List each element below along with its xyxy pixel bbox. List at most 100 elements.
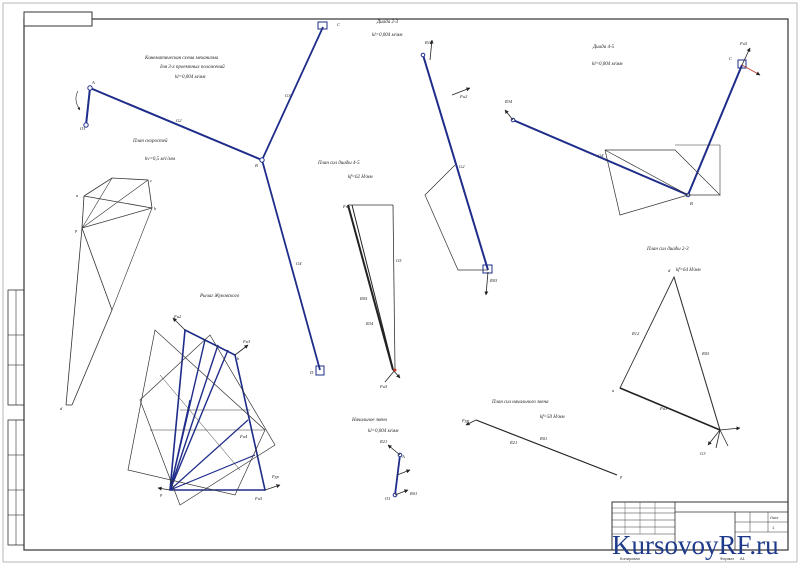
label-b-vel: b bbox=[154, 206, 157, 211]
label-fi5-45: Fи5 bbox=[739, 41, 748, 46]
label-p-vel: p bbox=[74, 228, 78, 233]
zhukovsky-title: Рычаг Жуковского bbox=[199, 294, 240, 299]
label-g3: G3 bbox=[285, 93, 291, 98]
kinematic-scale: kl=0,004 м/мм bbox=[175, 75, 206, 80]
label-g4: G4 bbox=[296, 261, 302, 266]
title-block: Лист 1 Формат А1 Копировал bbox=[611, 501, 789, 561]
label-fi4-lever: Fи4 bbox=[239, 434, 248, 439]
joint-b bbox=[259, 157, 265, 163]
label-g3-plan: G3 bbox=[700, 451, 706, 456]
velocity-scale: kv=0,5 м/с/мм bbox=[145, 157, 176, 162]
format-value: А1 bbox=[740, 556, 746, 561]
force-plan-23-title: План сил диады 2-3 bbox=[646, 247, 689, 252]
force-plan-45-scale: kf=62 Н/мм bbox=[348, 175, 373, 180]
label-fi2-lever: Fи2 bbox=[173, 314, 182, 319]
label-r05-plan: R05 bbox=[359, 296, 368, 301]
label-d-vel: d bbox=[60, 406, 63, 411]
label-b: B bbox=[255, 163, 258, 168]
label-g2: G2 bbox=[176, 118, 182, 123]
label-g2-23: G2 bbox=[459, 164, 465, 169]
joint-a bbox=[87, 85, 93, 91]
force-plan-initial-title: План сил начального звена bbox=[491, 400, 549, 405]
sheet-label: Лист bbox=[770, 515, 779, 520]
label-r01-init: R01 bbox=[539, 436, 547, 441]
group-23-title: Диада 2-3 bbox=[376, 20, 399, 25]
velocity-plan: План скоростей kv=0,5 м/с/мм a b p d c bbox=[60, 138, 176, 411]
crank-o1a bbox=[85, 87, 91, 126]
watermark-logo: KursovoyRF.ru bbox=[612, 530, 779, 560]
group-45-link-long bbox=[512, 119, 689, 196]
slider-d bbox=[315, 365, 325, 376]
slider-c bbox=[317, 21, 328, 30]
label-r01: R01 bbox=[409, 491, 417, 496]
velocity-polygon bbox=[81, 177, 153, 229]
label-b-lever: b bbox=[237, 356, 240, 361]
link-ab bbox=[89, 87, 263, 161]
label-fi3-lever: Fи3 bbox=[242, 339, 251, 344]
label-r21-init: R21 bbox=[509, 440, 517, 445]
zhukovsky-lever: Рычаг Жуковского Fи2 Fи3 Fи5 Fи4 Fур p b bbox=[127, 294, 281, 506]
label-r34-45: R34 bbox=[504, 99, 513, 104]
label-o-init: p bbox=[619, 474, 623, 479]
link-bd bbox=[261, 159, 321, 371]
side-stamp bbox=[7, 289, 25, 546]
group-45-scale: kl=0,004 м/мм bbox=[592, 62, 623, 67]
omega-arrow bbox=[75, 90, 81, 111]
label-c: C bbox=[337, 22, 341, 27]
label-o1-init: O1 bbox=[385, 496, 391, 501]
label-o1: O1 bbox=[80, 126, 86, 131]
force-plan-45: План сил диады 4-5 kf=62 Н/мм Fпс G5 R05… bbox=[317, 161, 402, 389]
label-fi2-23: Fи2 bbox=[459, 94, 468, 99]
label-top-23: d bbox=[668, 268, 671, 273]
kinematic-scheme: Кинематическая схема механизма для 3-х п… bbox=[75, 21, 341, 376]
initial-link-scale: kl=0,004 м/мм bbox=[368, 429, 399, 434]
label-c-45: C bbox=[729, 56, 733, 61]
initial-link-title: Начальное звено bbox=[351, 418, 388, 423]
group-23-scale: kl=0,004 м/мм bbox=[372, 33, 403, 38]
lever-rotated-frame bbox=[127, 329, 266, 496]
velocity-plan-title: План скоростей bbox=[132, 138, 168, 144]
group-45-scheme: Диада 4-5 kl=0,004 м/мм Fи5 R34 B C G4 bbox=[504, 41, 761, 216]
label-r34-plan: R34 bbox=[365, 321, 374, 326]
label-a-init: A bbox=[401, 454, 405, 459]
label-g5-plan: G5 bbox=[396, 258, 402, 263]
force-plan-initial: План сил начального звена kf=50 Н/мм Fур… bbox=[461, 400, 623, 479]
label-g4-45: G4 bbox=[598, 153, 604, 158]
initial-link: Начальное звено kl=0,004 м/мм R21 R01 A … bbox=[351, 418, 417, 501]
label-b-45: B bbox=[690, 201, 693, 206]
force-plan-23: План сил диады 2-3 kf=64 Н/мм d a R12 R0… bbox=[612, 247, 741, 456]
label-a-vel: a bbox=[76, 193, 79, 198]
kinematic-scheme-title: Кинематическая схема механизма bbox=[144, 56, 219, 61]
label-fi3-plan: Fи3 bbox=[659, 406, 668, 411]
force-resultant bbox=[347, 204, 394, 371]
copied-label: Копировал bbox=[620, 556, 641, 561]
label-r03-plan: R03 bbox=[701, 351, 710, 356]
group-23-link bbox=[422, 54, 489, 271]
label-fi5-plan: Fи5 bbox=[379, 384, 388, 389]
label-f-top: Fпс bbox=[342, 204, 350, 209]
force-plan-23-scale: kf=64 Н/мм bbox=[676, 268, 701, 273]
label-d: D bbox=[309, 370, 314, 375]
label-left-23: a bbox=[612, 388, 615, 393]
label-fur-lever: Fур bbox=[271, 474, 280, 479]
kinematic-scheme-subtitle: для 3-х проектных положений bbox=[160, 64, 225, 70]
force-plan-initial-scale: kf=50 Н/мм bbox=[540, 415, 565, 420]
support-o1 bbox=[83, 122, 89, 128]
label-r21: R21 bbox=[379, 439, 387, 444]
label-a: A bbox=[91, 80, 95, 85]
label-r12: R12 bbox=[424, 40, 433, 45]
label-c-vel: c bbox=[150, 178, 152, 183]
label-p-lever: p bbox=[159, 492, 163, 497]
label-r03: R03 bbox=[489, 278, 498, 283]
label-r12-plan: R12 bbox=[631, 331, 640, 336]
label-fur-init: Fур bbox=[461, 418, 470, 423]
force-plan-initial-line bbox=[475, 419, 618, 476]
group-45-title: Диада 4-5 bbox=[592, 45, 615, 50]
format-label: Формат bbox=[720, 556, 734, 561]
link-bc bbox=[261, 26, 324, 161]
label-fi5-lever: Fи5 bbox=[254, 496, 263, 501]
group-45-link-short bbox=[687, 64, 743, 196]
sheet-number: 1 bbox=[772, 525, 775, 530]
